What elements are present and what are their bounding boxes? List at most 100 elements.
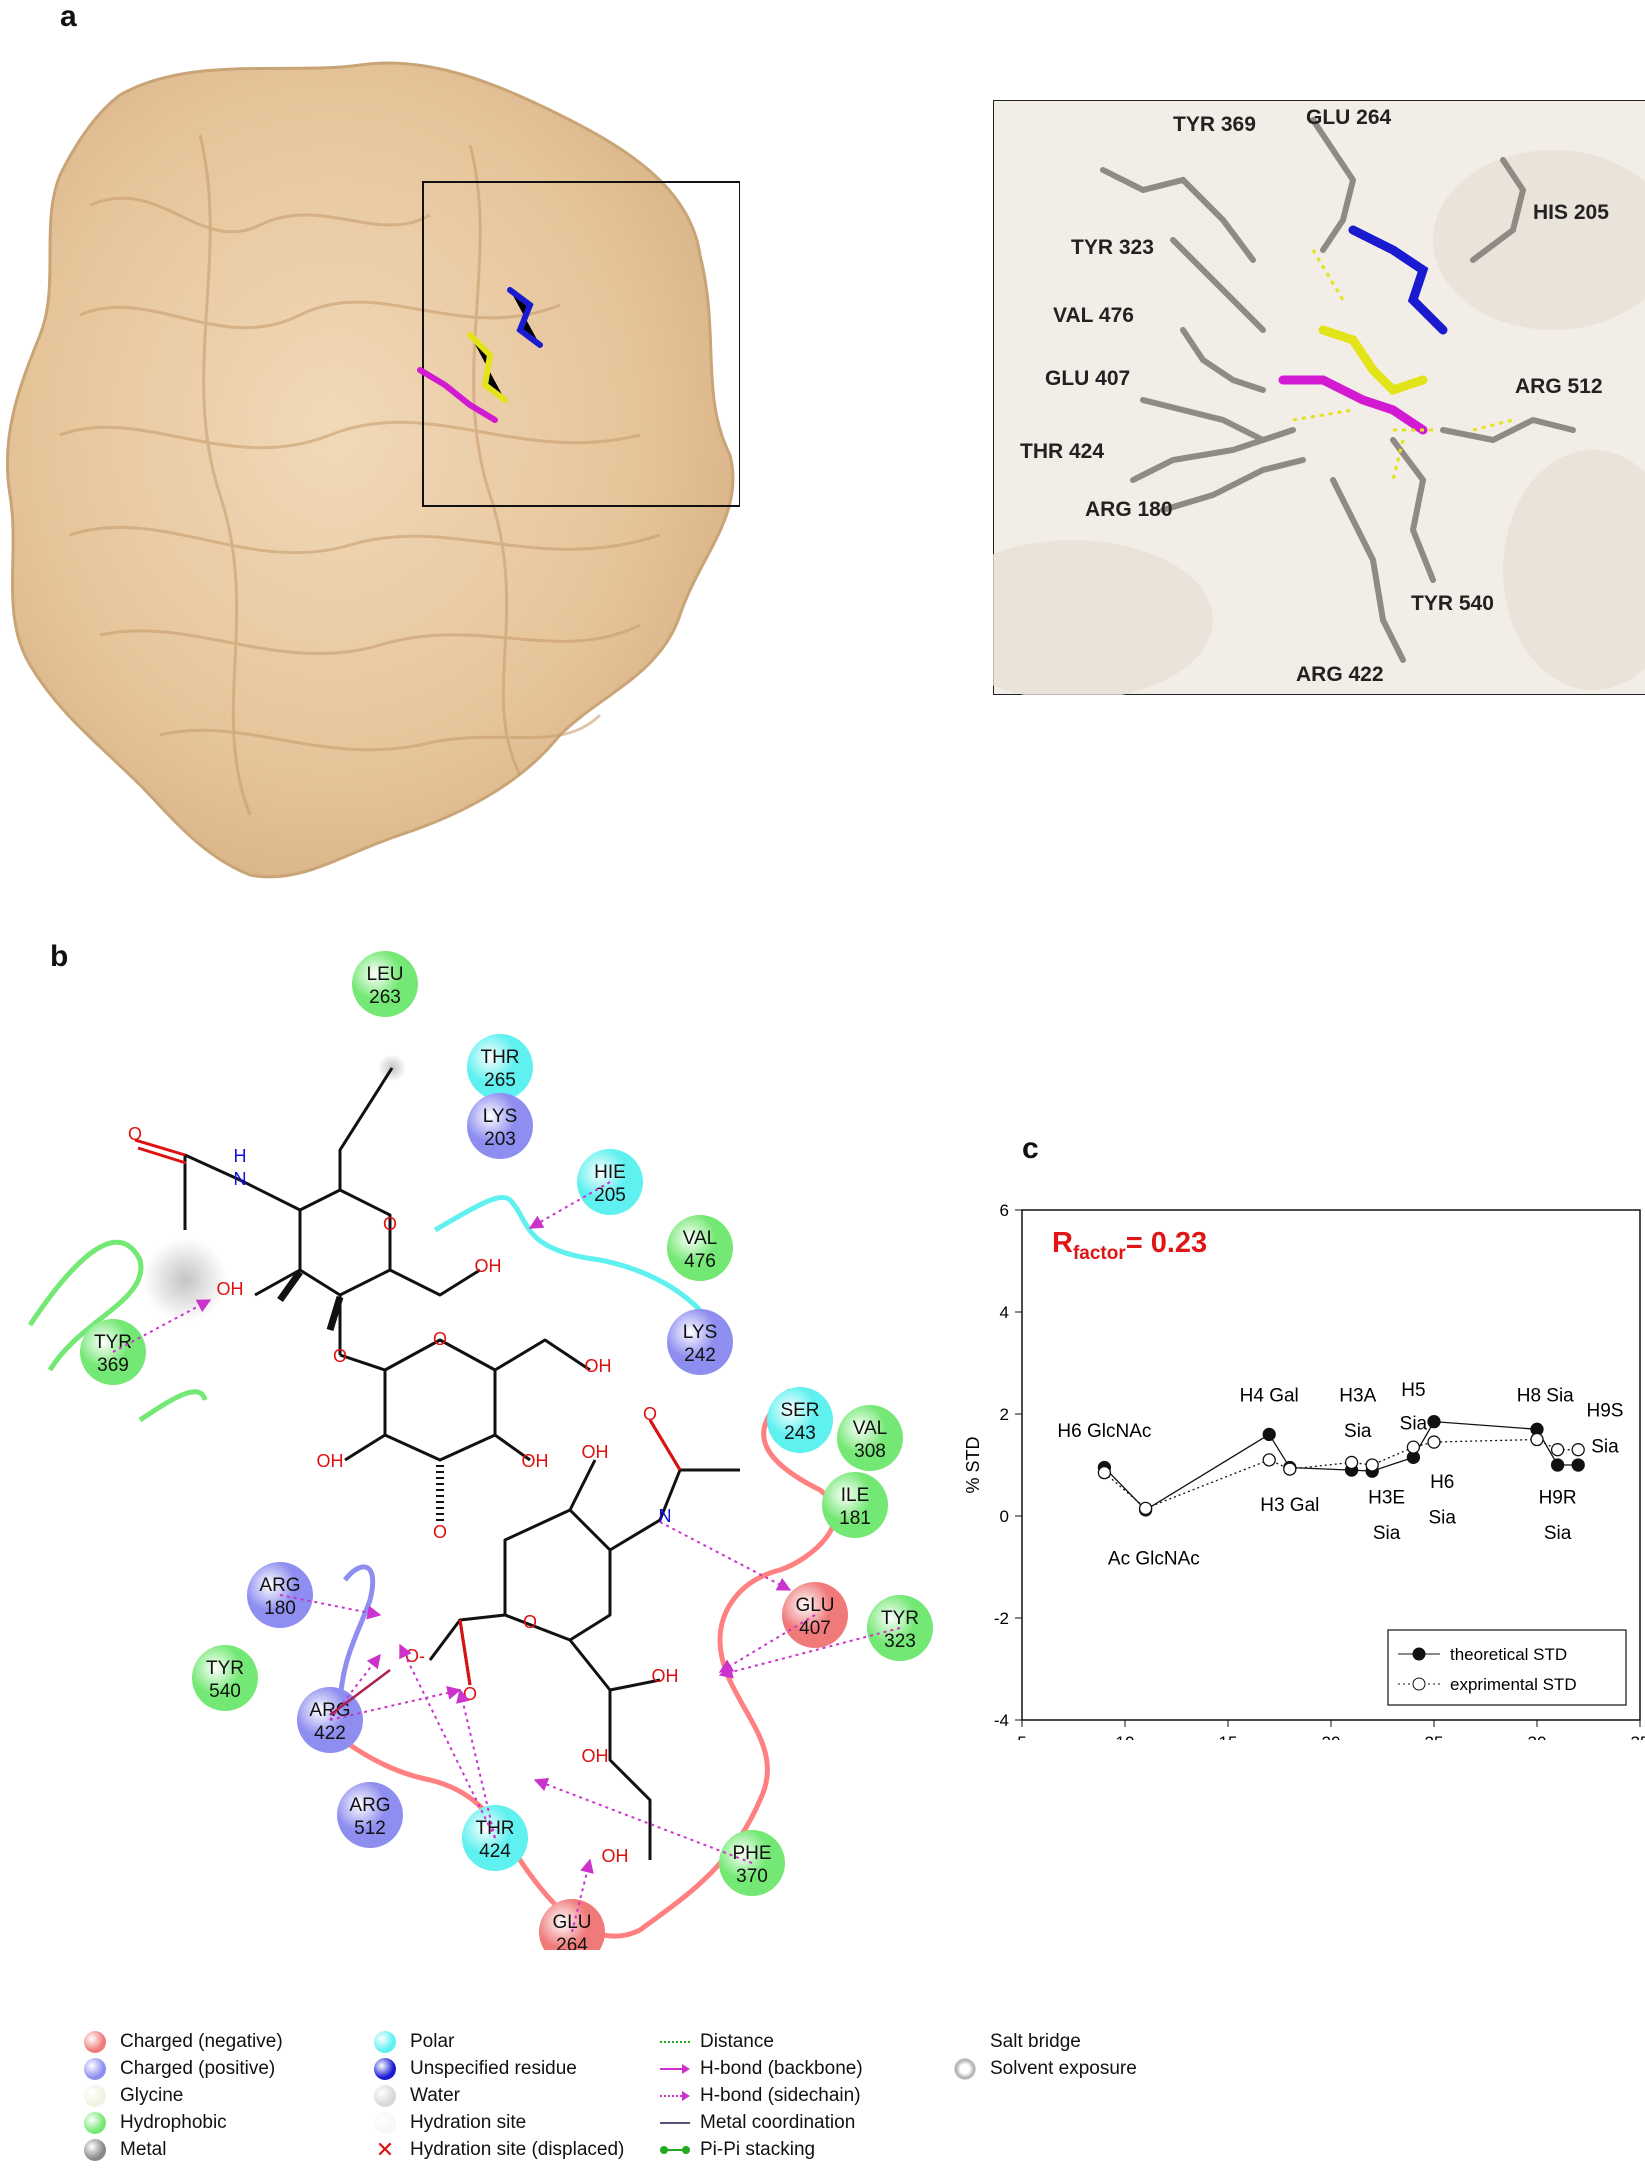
ligand-bond: [428, 1619, 462, 1661]
residue-name: ILE: [841, 1485, 870, 1506]
data-point: [1427, 1435, 1441, 1449]
legend-text: Metal coordination: [700, 2112, 856, 2133]
legend-marker: [1412, 1677, 1426, 1691]
atom-label: O: [643, 1404, 657, 1424]
legend-item: H-bond (backbone): [660, 2057, 863, 2081]
atom-label: O: [383, 1214, 397, 1234]
residue-name: PHE: [732, 1843, 771, 1864]
residue-number: 308: [854, 1441, 886, 1462]
x-tick-label: 5: [1017, 1733, 1026, 1740]
atom-label: OH: [522, 1451, 549, 1471]
legend-item: Distance: [660, 2030, 774, 2054]
point-label: H3E: [1368, 1487, 1405, 1508]
ligand-bond: [494, 1338, 591, 1372]
residue-bubble: [667, 1309, 733, 1375]
legend-item: Polar: [370, 2030, 454, 2054]
legend-item: Hydration site: [370, 2111, 526, 2135]
point-label: H3 Gal: [1260, 1495, 1319, 1516]
residue-name: VAL: [683, 1228, 718, 1249]
data-point: [1571, 1458, 1585, 1472]
ligand-bond: [339, 1353, 386, 1372]
data-point: [1406, 1440, 1421, 1454]
atom-label: O: [128, 1124, 142, 1144]
residue-bubble: [837, 1405, 903, 1471]
residue-number: 370: [736, 1866, 768, 1887]
residue-name: LYS: [483, 1106, 518, 1127]
residue-label-glu407: GLU 407: [1045, 367, 1131, 390]
x-tick-label: 35: [1631, 1733, 1645, 1740]
protein-surface-image: [5, 61, 740, 879]
atom-label: O-: [405, 1646, 425, 1666]
legend-item: Salt bridge: [950, 2030, 1081, 2054]
point-label: H5: [1401, 1380, 1425, 1401]
hbond-arrow: [399, 1643, 496, 1839]
interaction-legend: Charged (negative)Charged (positive)Glyc…: [80, 2030, 1580, 2180]
point-label: Ac GlcNAc: [1108, 1548, 1200, 1569]
legend-text: Hydration site (displaced): [410, 2139, 625, 2160]
ligand-wedge-bond: [277, 1269, 303, 1303]
atom-label: O: [433, 1329, 447, 1349]
residue-name: LEU: [367, 964, 404, 985]
y-tick-label: -4: [994, 1711, 1009, 1730]
legend-text: Charged (negative): [120, 2031, 283, 2052]
x-tick-label: 15: [1219, 1733, 1238, 1740]
salt-bridge-line: [329, 1669, 391, 1716]
data-point: [1571, 1443, 1585, 1457]
solvent-exposure-halo: [143, 1238, 227, 1322]
legend-text: Hydrophobic: [120, 2112, 227, 2133]
point-label: H9S: [1586, 1401, 1623, 1422]
data-point: [1550, 1458, 1565, 1472]
point-label: Sia: [1373, 1523, 1401, 1544]
legend-item: Hydrophobic: [80, 2111, 227, 2135]
point-label: H4 Gal: [1240, 1385, 1299, 1406]
legend-symbol: [80, 2057, 110, 2081]
residue-number: 243: [784, 1423, 816, 1444]
residue-number: 369: [97, 1355, 129, 1376]
hbond-arrow: [528, 1181, 611, 1229]
y-tick-label: 4: [1000, 1303, 1009, 1322]
legend-text: Water: [410, 2085, 460, 2106]
legend-text: Metal: [120, 2139, 167, 2160]
ligand-bond: [568, 1459, 597, 1511]
residue-name: THR: [480, 1047, 519, 1068]
ligand-bond: [608, 1690, 652, 1860]
x-tick-label: 25: [1425, 1733, 1444, 1740]
residue-bubble: [822, 1472, 888, 1538]
ligand-bond: [494, 1433, 531, 1462]
atom-label: OH: [582, 1746, 609, 1766]
data-point: [1365, 1458, 1379, 1472]
std-chart: 5101520253035-4-20246Proton number% STDR…: [963, 1201, 1645, 1740]
legend-symbol: [950, 2030, 980, 2054]
legend-text: Unspecified residue: [410, 2058, 577, 2079]
ligand-bond: [503, 1508, 612, 1642]
legend-symbol: [80, 2138, 110, 2162]
legend-symbol: [370, 2084, 400, 2108]
residue-label-val476: VAL 476: [1053, 304, 1134, 327]
ligand-bond: [344, 1433, 386, 1462]
legend-item: Glycine: [80, 2084, 183, 2108]
residue-number: 407: [799, 1618, 831, 1639]
legend-text: Salt bridge: [990, 2031, 1081, 2052]
residue-name: TYR: [881, 1608, 919, 1629]
residue-sticks: [1100, 117, 1576, 663]
hbond-arrow: [571, 1858, 594, 1933]
residue-label-thr424: THR 424: [1020, 440, 1105, 463]
legend-text: Distance: [700, 2031, 774, 2052]
point-label: Sia: [1429, 1508, 1457, 1529]
hbond-arrow: [456, 1688, 496, 1839]
atom-label: OH: [475, 1256, 502, 1276]
atom-label: O: [523, 1612, 537, 1632]
pocket-outline-curve: [337, 1564, 376, 1711]
atom-label: OH: [602, 1846, 629, 1866]
residue-number: 540: [209, 1681, 241, 1702]
residue-name: ARG: [309, 1700, 350, 1721]
ligand-bond: [458, 1613, 506, 1686]
secondary-structure-ribbons: [59, 134, 661, 816]
